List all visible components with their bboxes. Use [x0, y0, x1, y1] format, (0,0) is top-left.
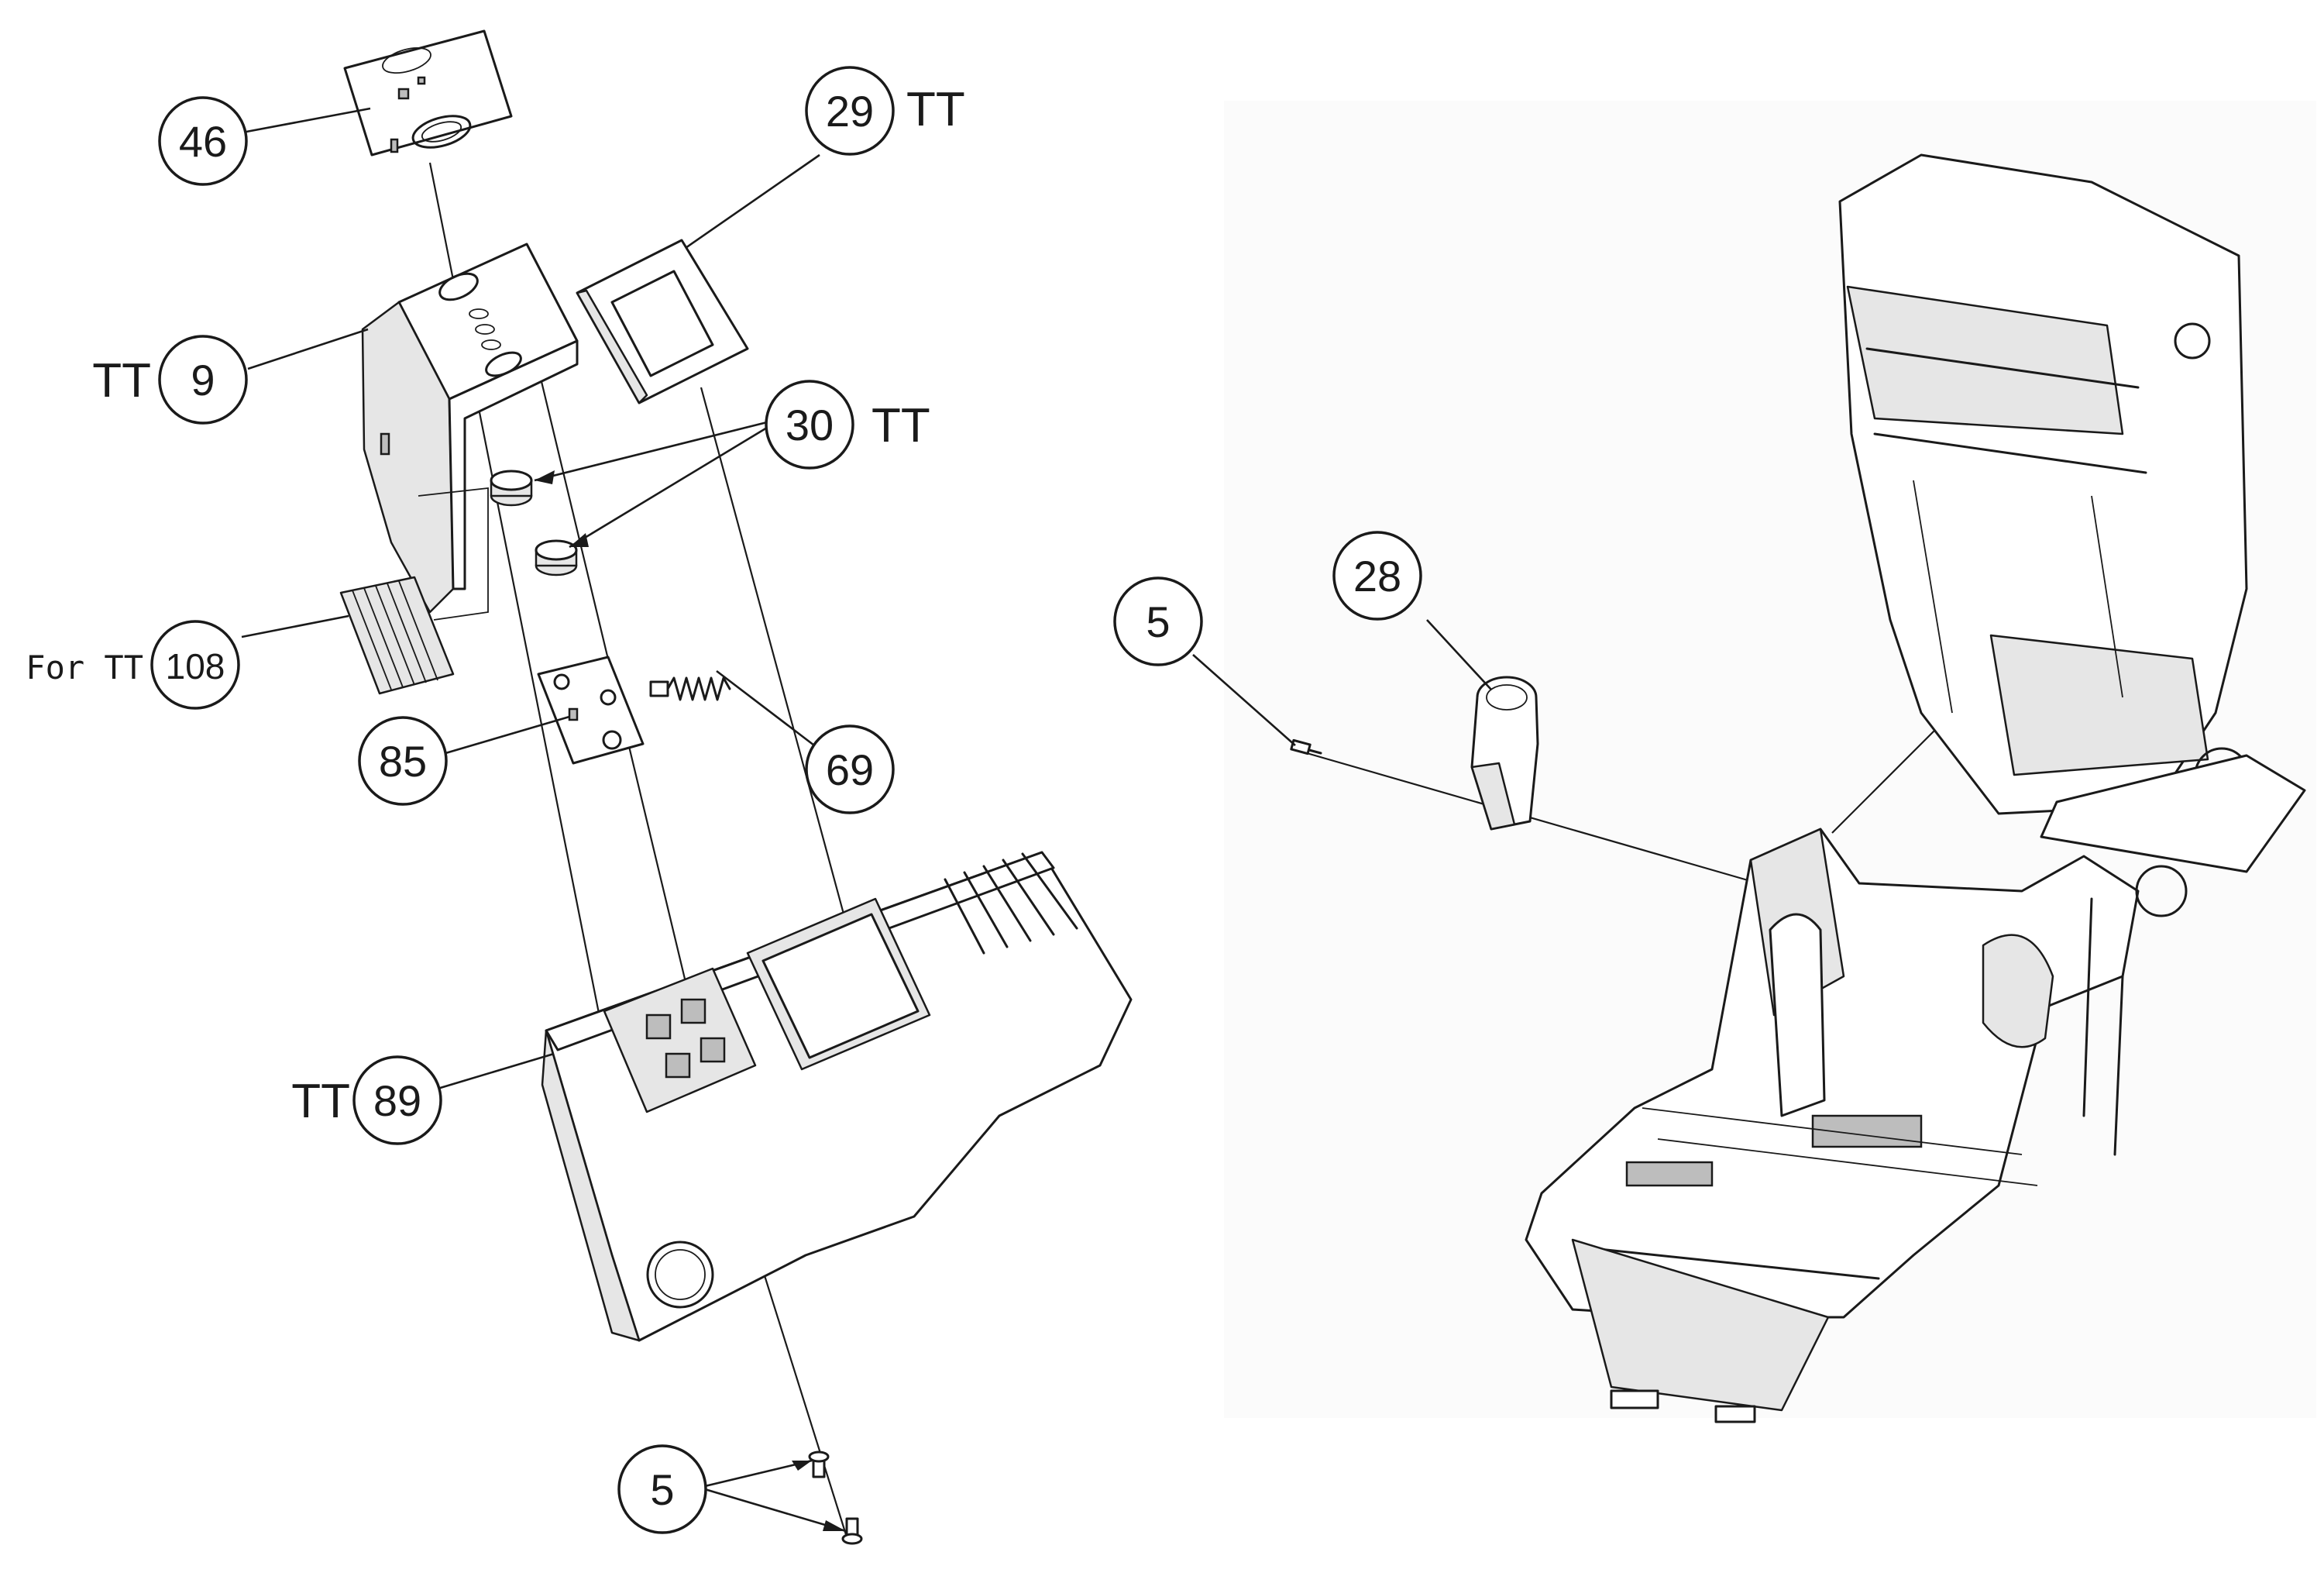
leader-5a-2	[704, 1488, 847, 1533]
callout-89-prefix: TT	[291, 1075, 350, 1128]
leader-46	[246, 107, 371, 133]
callout-5-left: 5	[617, 1444, 707, 1534]
callout-30: 30 TT	[765, 380, 930, 470]
leader-89	[437, 1052, 555, 1090]
part-85-mounting-plate	[537, 656, 645, 765]
part-5-screws-left	[808, 1451, 863, 1545]
callout-89: 89 TT	[291, 1055, 442, 1145]
part-89-top-cover	[541, 851, 1133, 1342]
leader-30b	[569, 426, 768, 549]
callout-85: 85	[358, 716, 448, 806]
callout-85-number: 85	[379, 737, 427, 786]
leader-108	[241, 614, 349, 638]
left-exploded-assembly	[339, 29, 1133, 1545]
callout-30-number: 30	[786, 401, 834, 449]
leader-lines	[241, 107, 1492, 1533]
leader-29	[685, 153, 820, 249]
part-9-cover-bracket	[361, 243, 579, 621]
callout-5-left-number: 5	[650, 1465, 674, 1514]
callout-46-number: 46	[179, 117, 227, 166]
callout-108-number: 108	[166, 646, 225, 687]
part-28-bracket	[1470, 676, 1539, 831]
assembly-axis-3	[700, 387, 854, 946]
callout-5-right-number: 5	[1146, 597, 1170, 646]
leader-69	[716, 669, 818, 749]
callout-9: 9 TT	[92, 335, 248, 425]
part-5-screw-right	[1290, 738, 1322, 755]
callout-9-number: 9	[191, 356, 215, 404]
right-printer-assembly	[1290, 153, 2306, 1423]
callout-69-number: 69	[826, 745, 874, 794]
callout-29-number: 29	[826, 87, 874, 136]
part-30-knobs	[490, 470, 578, 576]
callout-108: 108 For TT	[26, 620, 240, 710]
callout-89-number: 89	[373, 1076, 421, 1125]
printer-lower-base	[1525, 828, 2188, 1423]
callout-30-suffix: TT	[871, 399, 930, 453]
callout-29: 29 TT	[805, 66, 965, 156]
callout-28: 28	[1332, 531, 1422, 621]
callout-28-number: 28	[1353, 552, 1401, 601]
assembly-axis-4	[761, 1270, 850, 1543]
assembly-axis-2	[510, 255, 699, 1031]
callout-69: 69	[805, 724, 895, 814]
leader-30a	[534, 421, 768, 482]
callout-29-suffix: TT	[906, 83, 965, 136]
part-46-label-plate	[343, 29, 513, 157]
leader-5b	[1192, 654, 1296, 746]
part-69-spring	[649, 676, 731, 701]
part-108-ribbon-cable	[339, 576, 455, 695]
callout-5-right: 5	[1113, 576, 1203, 666]
leader-28	[1426, 619, 1492, 690]
leader-9	[247, 328, 369, 370]
leader-5a-1	[704, 1459, 813, 1488]
leader-85	[437, 715, 570, 757]
callout-108-prefix: For TT	[26, 649, 143, 687]
callout-46: 46	[158, 96, 248, 186]
printer-upper-lid	[1838, 153, 2250, 815]
paper-strip	[2040, 754, 2306, 873]
callout-9-prefix: TT	[92, 354, 151, 408]
part-29-window-plate	[576, 239, 749, 404]
